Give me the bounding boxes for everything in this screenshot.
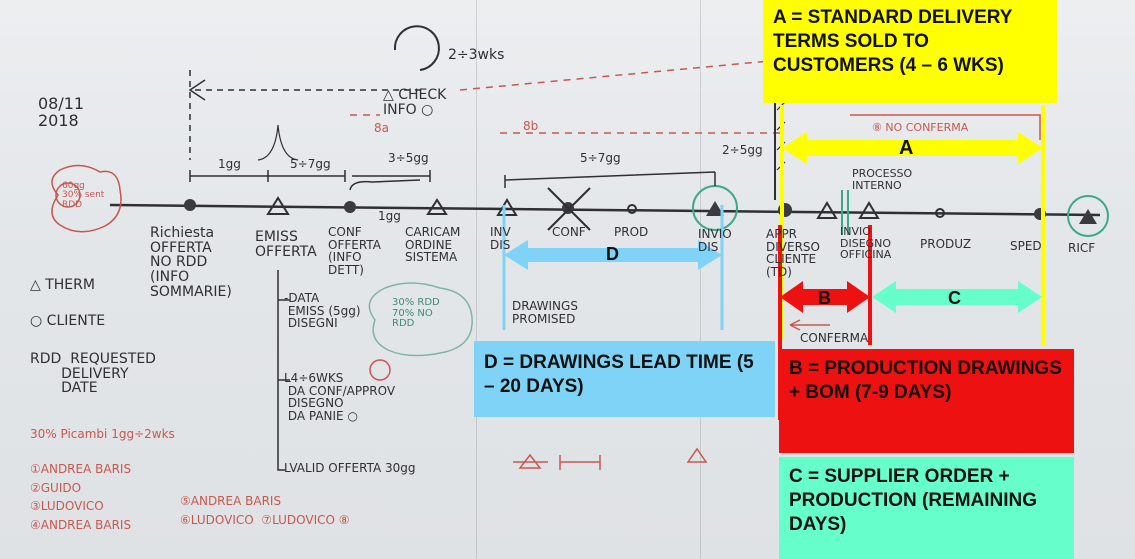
milestone-triangle <box>860 203 878 218</box>
board-richiesta: Richiesta OFFERTA NO RDD (INFO SOMMARIE) <box>150 226 232 299</box>
label-c-text: C = SUPPLIER ORDER + PRODUCTION (REMAINI… <box>789 465 1067 536</box>
milestone-triangle <box>818 203 836 218</box>
board-no-conferma: ⑧ NO CONFERMA <box>872 122 968 134</box>
label-b-box: B = PRODUCTION DRAWINGS + BOM (7-9 DAYS) <box>779 349 1074 453</box>
board-conf2: CONF <box>552 226 586 239</box>
board-note: 8b <box>523 120 538 133</box>
milestone-dot <box>184 199 196 211</box>
board-conf: CONF OFFERTA (INFO DETT) <box>328 226 381 276</box>
label-d-box: D = DRAWINGS LEAD TIME (5 – 20 DAYS) <box>474 341 775 417</box>
label-a-text: A = STANDARD DELIVERY TERMS SOLD TO CUST… <box>773 6 1049 77</box>
board-inv: INV DIS <box>490 226 511 251</box>
board-cloud-mid: 30% RDD 70% NO RDD <box>392 298 440 330</box>
board-emiss: EMISS OFFERTA <box>255 230 317 259</box>
board-invio-disegno: INVIO DISEGNO OFFICINA <box>840 226 891 261</box>
arrow-a-label: A <box>899 136 913 161</box>
board-gg: 5÷7gg <box>290 158 331 171</box>
board-gg: 5÷7gg <box>580 152 621 165</box>
board-caricam: CARICAM ORDINE SISTEMA <box>405 226 460 264</box>
board-list-wks: L4÷6WKS DA CONF/APPROV DISEGNO DA PANIE … <box>284 372 395 422</box>
milestone-triangle <box>498 200 516 215</box>
board-note: 8a <box>374 122 389 135</box>
board-cloud-left: 60gg 30% sent RDD <box>62 182 104 210</box>
board-names: ①ANDREA BARIS ②GUIDO ③LUDOVICO ④ANDREA B… <box>30 460 131 534</box>
milestone-triangle <box>1079 209 1097 224</box>
board-conferma: CONFERMA <box>800 332 868 345</box>
board-list-data: -DATA EMISS (5gg) DISEGNI <box>284 292 361 330</box>
board-gg: 2÷5gg <box>722 144 763 157</box>
board-invio: INVIO DIS <box>698 228 732 253</box>
board-produz: PRODUZ <box>920 238 971 251</box>
board-gg: 3÷5gg <box>388 152 429 165</box>
board-check-info: △ CHECK INFO ○ <box>383 88 446 117</box>
arrow-b-label: B <box>818 287 831 310</box>
label-b-text: B = PRODUCTION DRAWINGS + BOM (7-9 DAYS) <box>789 357 1067 405</box>
timeline-line <box>110 205 1100 215</box>
label-a-box: A = STANDARD DELIVERY TERMS SOLD TO CUST… <box>763 0 1057 103</box>
label-d-text: D = DRAWINGS LEAD TIME (5 – 20 DAYS) <box>484 351 765 399</box>
board-gg: 1gg <box>378 210 401 223</box>
arrow-c-label: C <box>948 287 961 310</box>
board-prod: PROD <box>614 226 648 239</box>
board-rdd: RDD REQUESTED DELIVERY DATE <box>30 352 156 396</box>
board-appr: APPR DIVERSO CLIENTE (TD) <box>766 228 820 278</box>
board-gg: 1gg <box>218 158 241 171</box>
board-legend-therm: △ THERM <box>30 278 95 293</box>
board-legend-cliente: ○ CLIENTE <box>30 314 105 329</box>
board-date: 08/11 2018 <box>38 96 84 130</box>
board-sped: SPED <box>1010 240 1042 253</box>
board-weeks: 2÷3wks <box>448 48 504 63</box>
board-processo: PROCESSO INTERNO <box>852 168 912 191</box>
milestone-dot <box>344 201 356 213</box>
board-ric: RICF <box>1068 242 1095 255</box>
board-names: ⑤ANDREA BARIS ⑥LUDOVICO ⑦LUDOVICO ⑧ <box>180 492 350 529</box>
board-drawings-promised: DRAWINGS PROMISED <box>512 300 578 325</box>
label-c-box: C = SUPPLIER ORDER + PRODUCTION (REMAINI… <box>779 457 1074 559</box>
board-list-valid: LVALID OFFERTA 30gg <box>284 462 416 475</box>
arrow-d-label: D <box>606 243 619 266</box>
board-pct-note: 30% Picambi 1gg÷2wks <box>30 428 175 441</box>
